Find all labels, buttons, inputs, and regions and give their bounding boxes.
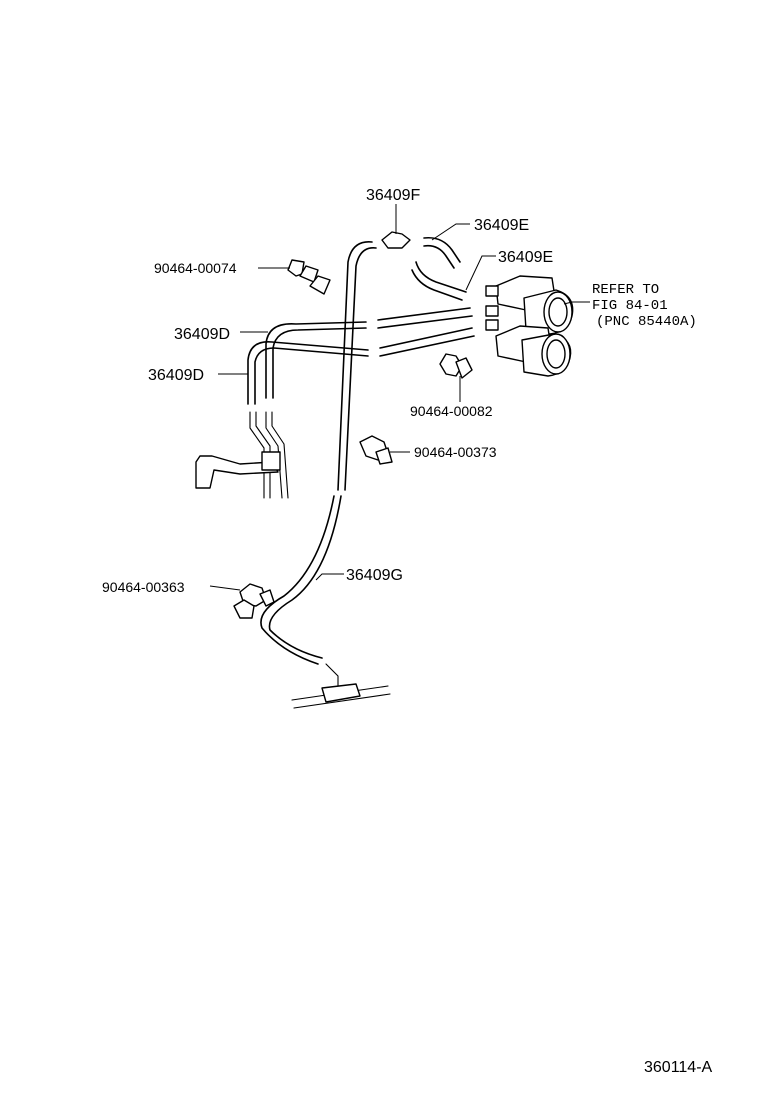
- valve-cylinder-lower-inner: [546, 339, 566, 369]
- reference-line-2: FIG 84-01: [592, 298, 668, 314]
- valve-cylinder-upper-inner: [548, 297, 568, 327]
- clip-icon: [375, 447, 393, 465]
- bottom-pipe-stub: [325, 663, 339, 687]
- clip-90464-00074: [287, 259, 331, 295]
- hose-36409e-upper-b: [423, 244, 455, 269]
- leader-36409e-2: [465, 255, 496, 291]
- hose-36409e-lower-b: [411, 269, 463, 301]
- clip-icon: [233, 599, 255, 619]
- reference-line-1: REFER TO: [592, 282, 659, 298]
- hose-36409g-lower-left: [260, 495, 335, 665]
- bottom-tee-fitting: [321, 683, 361, 703]
- clip-icon: [309, 275, 331, 295]
- part-labels: 36409F 36409E 36409E 90464-00074 36409D …: [102, 187, 713, 1076]
- hose-group: [247, 236, 475, 709]
- leader-90464-00363: [209, 585, 241, 591]
- label-36409d-lower: 36409D: [148, 367, 204, 384]
- hose-36409g-upper-right: [344, 247, 377, 491]
- clip-90464-00373: [359, 435, 393, 465]
- clip-90464-00363: [233, 583, 275, 619]
- valve-assembly: [485, 275, 574, 377]
- leader-lines: [209, 204, 590, 591]
- clip-icon: [455, 357, 473, 379]
- label-90464-00373: 90464-00373: [414, 444, 497, 460]
- hose-36409d-upper-c: [377, 307, 471, 321]
- clip-icon: [287, 259, 305, 277]
- bracket-plate: [195, 455, 279, 489]
- hose-36409d-upper-d: [377, 315, 473, 329]
- clip-36409f: [381, 231, 411, 249]
- hose-36409e-upper-a: [423, 236, 461, 263]
- valve-port-lower: [485, 319, 499, 331]
- reference-line-3: (PNC 85440A): [596, 314, 697, 330]
- leader-36409g: [315, 573, 344, 581]
- label-36409d-upper: 36409D: [174, 326, 230, 343]
- bracket-clip: [261, 451, 281, 471]
- clip-90464-00082: [439, 353, 473, 379]
- clip-icon: [259, 589, 275, 607]
- leader-36409e-1: [431, 223, 470, 241]
- clip-icon: [299, 265, 319, 283]
- bottom-pipe-lower: [293, 693, 391, 709]
- figure-id: 360114-A: [644, 1059, 713, 1076]
- hose-36409g-lower-right: [268, 495, 342, 659]
- label-36409g: 36409G: [346, 567, 403, 584]
- label-36409f: 36409F: [366, 187, 420, 204]
- bracket: [195, 451, 281, 489]
- hose-36409d-lower-d: [379, 335, 475, 357]
- pipe-down-right-2: [271, 411, 289, 499]
- label-90464-00082: 90464-00082: [410, 403, 493, 419]
- hose-36409d-lower-b: [254, 347, 369, 405]
- clip-icon: [381, 231, 411, 249]
- leader-reference: [563, 301, 590, 305]
- label-90464-00363: 90464-00363: [102, 579, 185, 595]
- hose-36409g-upper-left: [337, 241, 373, 491]
- valve-port-upper-2: [485, 305, 499, 317]
- hose-36409d-lower-a: [247, 341, 369, 405]
- hose-36409d-upper-a: [265, 321, 367, 399]
- label-36409e-lower: 36409E: [498, 249, 553, 266]
- pipe-down-right: [265, 411, 283, 499]
- hose-36409e-lower-a: [415, 261, 467, 293]
- valve-port-upper: [485, 285, 499, 297]
- label-36409e-upper: 36409E: [474, 217, 529, 234]
- label-90464-00074: 90464-00074: [154, 260, 237, 276]
- hose-36409d-lower-c: [379, 327, 473, 349]
